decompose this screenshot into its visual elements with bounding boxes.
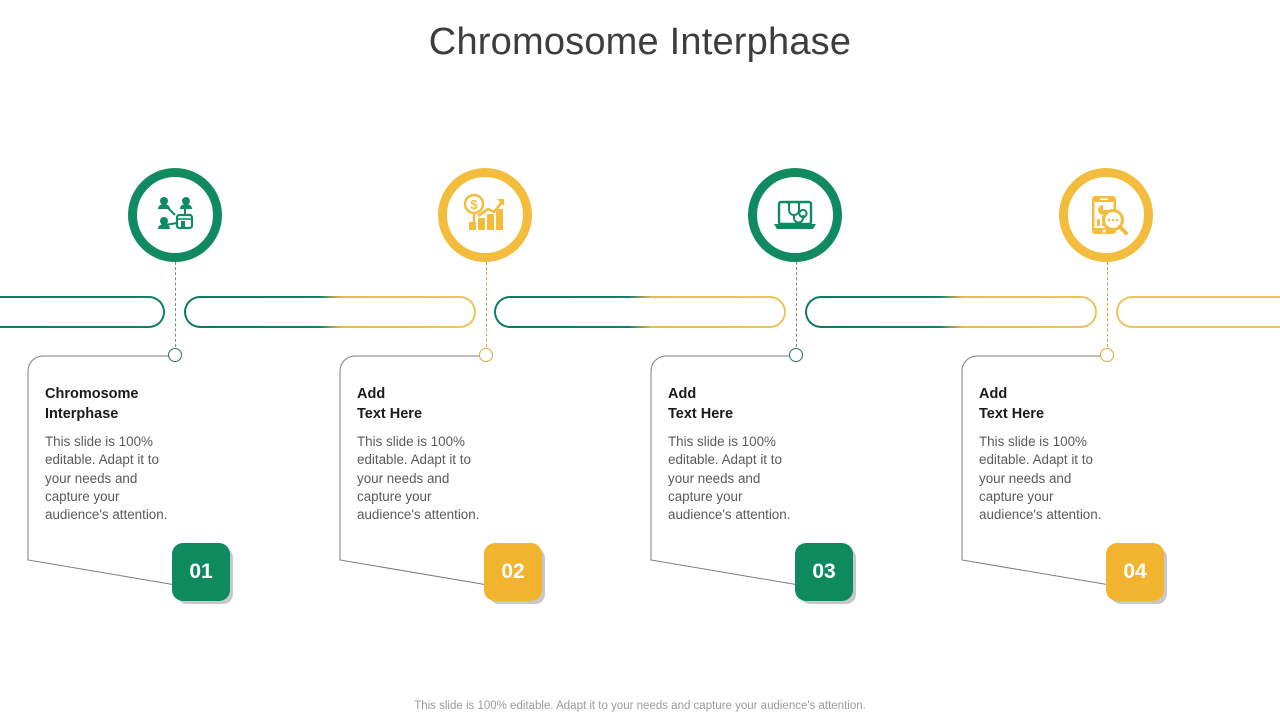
card-body-3: Add Text Here This slide is 100% editabl… (668, 385, 854, 524)
timeline-bar-segment-1 (0, 296, 165, 328)
mobile-analytics-search-icon (1079, 188, 1133, 242)
connector-node-1 (168, 348, 182, 362)
timeline-bar-segment-3 (494, 296, 786, 328)
number-badge-4: 04 (1106, 543, 1164, 601)
icon-badge-1[interactable] (128, 168, 222, 262)
connector-line-3 (796, 262, 797, 352)
card-heading-2: Add Text Here (357, 386, 423, 422)
card-outline-3 (650, 355, 847, 594)
icon-badge-3[interactable] (748, 168, 842, 262)
svg-text:$: $ (470, 197, 478, 212)
card-text-1: This slide is 100% editable. Adapt it to… (45, 434, 168, 522)
icon-badge-2[interactable]: $ (438, 168, 532, 262)
card-outline-2 (339, 355, 536, 594)
number-badge-3: 03 (795, 543, 853, 601)
connector-line-4 (1107, 262, 1108, 352)
laptop-stethoscope-icon (768, 188, 822, 242)
icon-badge-4[interactable] (1059, 168, 1153, 262)
timeline-bar-segment-4 (805, 296, 1097, 328)
timeline-bar-segment-5 (1116, 296, 1280, 328)
card-body-1: Chromosome Interphase This slide is 100%… (45, 385, 231, 524)
connector-line-1 (175, 262, 176, 352)
connector-node-4 (1100, 348, 1114, 362)
timeline-bars (0, 296, 1280, 332)
number-badge-1: 01 (172, 543, 230, 601)
info-card-3[interactable]: Add Text Here This slide is 100% editabl… (650, 355, 886, 601)
footer-note: This slide is 100% editable. Adapt it to… (414, 700, 866, 712)
number-badge-2: 02 (484, 543, 542, 601)
timeline-bar-segment-2 (184, 296, 476, 328)
card-body-4: Add Text Here This slide is 100% editabl… (979, 385, 1165, 524)
card-heading-4: Add Text Here (979, 386, 1045, 422)
card-text-3: This slide is 100% editable. Adapt it to… (668, 434, 791, 522)
card-body-2: Add Text Here This slide is 100% editabl… (357, 385, 543, 524)
card-text-4: This slide is 100% editable. Adapt it to… (979, 434, 1102, 522)
info-card-1[interactable]: Chromosome Interphase This slide is 100%… (27, 355, 263, 601)
dollar-growth-chart-icon: $ (458, 188, 512, 242)
info-card-4[interactable]: Add Text Here This slide is 100% editabl… (961, 355, 1197, 601)
connector-node-3 (789, 348, 803, 362)
card-heading-1: Chromosome Interphase (45, 386, 139, 422)
page-title: Chromosome Interphase (428, 21, 852, 63)
card-outline-1 (27, 355, 224, 594)
connector-line-2 (486, 262, 487, 352)
card-heading-3: Add Text Here (668, 386, 734, 422)
connector-node-2 (479, 348, 493, 362)
people-network-icon (148, 188, 202, 242)
card-text-2: This slide is 100% editable. Adapt it to… (357, 434, 480, 522)
info-card-2[interactable]: Add Text Here This slide is 100% editabl… (339, 355, 575, 601)
card-outline-4 (961, 355, 1158, 594)
